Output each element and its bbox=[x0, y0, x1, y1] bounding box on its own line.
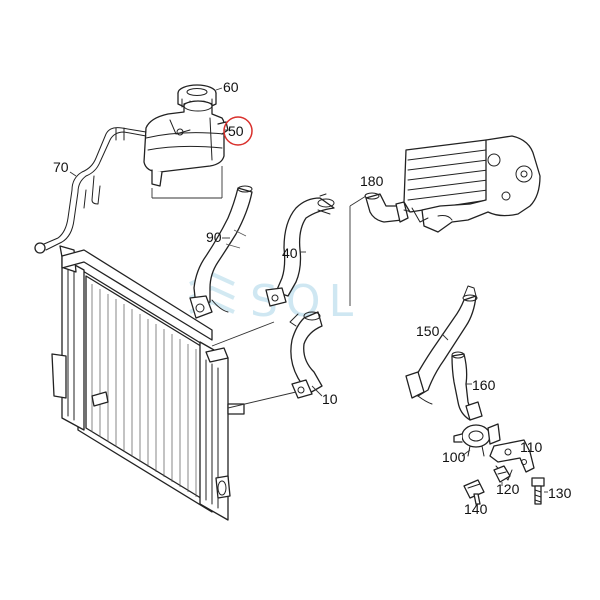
callout-140: 140 bbox=[464, 501, 488, 517]
callout-150: 150 bbox=[416, 323, 440, 339]
callout-70: 70 bbox=[53, 159, 69, 175]
part-70-vent-hose bbox=[34, 127, 147, 254]
part-10-lower-hose bbox=[289, 311, 323, 399]
watermark-text: SOL bbox=[250, 276, 361, 327]
part-120-clip bbox=[493, 465, 511, 486]
part-100-water-pump bbox=[453, 423, 501, 457]
callout-40: 40 bbox=[282, 245, 298, 261]
callout-130: 130 bbox=[548, 485, 572, 501]
callout-50-highlight-ring bbox=[223, 116, 253, 146]
callout-110: 110 bbox=[520, 439, 543, 455]
callout-90: 90 bbox=[206, 229, 222, 245]
part-110-bracket bbox=[489, 439, 535, 481]
callout-100: 100 bbox=[442, 449, 466, 465]
oil-cooler-housing bbox=[403, 135, 541, 233]
watermark: SOL bbox=[189, 271, 361, 327]
callout-120: 120 bbox=[496, 481, 520, 497]
callout-160: 160 bbox=[472, 377, 496, 393]
part-130-bolt bbox=[531, 477, 548, 505]
part-140-connector bbox=[463, 479, 485, 506]
part-50-expansion-tank bbox=[143, 100, 229, 199]
part-150-right-hose bbox=[405, 285, 478, 405]
callout-10: 10 bbox=[322, 391, 338, 407]
part-160-small-hose bbox=[451, 351, 483, 421]
radiator bbox=[51, 245, 297, 521]
callout-180: 180 bbox=[360, 173, 384, 189]
callout-60: 60 bbox=[223, 79, 239, 95]
part-40-middle-hose bbox=[265, 193, 335, 307]
part-90-upper-hose bbox=[189, 185, 253, 319]
callout-50: 50 bbox=[228, 123, 244, 139]
